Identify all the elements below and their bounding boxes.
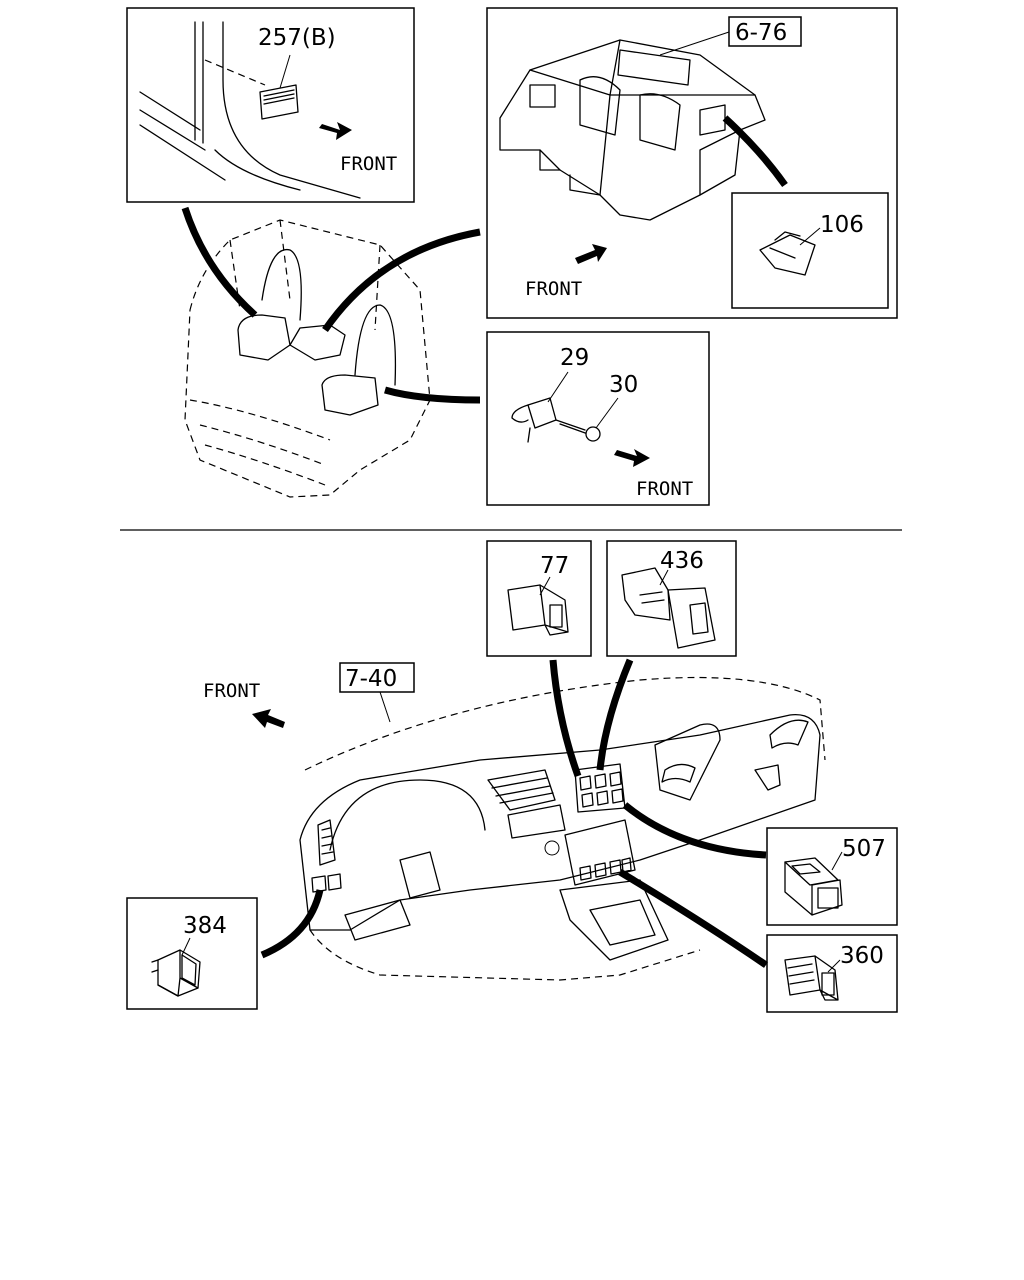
front-label-4: FRONT <box>203 680 260 702</box>
console-body <box>499 39 766 221</box>
label-77: 77 <box>540 553 569 579</box>
center-vent <box>487 769 556 811</box>
part-77-switch <box>507 584 546 631</box>
front-label-1: FRONT <box>340 153 397 175</box>
label-436: 436 <box>660 548 704 574</box>
label-507: 507 <box>842 836 886 862</box>
leader-line <box>618 868 768 968</box>
label-6-76: 6-76 <box>735 20 787 46</box>
passenger-seat <box>321 374 379 416</box>
detail-77: 77 <box>486 540 592 657</box>
detail-box-507 <box>766 827 898 926</box>
truck-cab-overview <box>181 206 481 498</box>
front-label-3: FRONT <box>636 478 693 500</box>
label-7-40: 7-40 <box>345 666 397 692</box>
part-507-switch <box>784 857 839 886</box>
inset-frame <box>486 331 710 506</box>
part-436-switch <box>621 567 671 621</box>
front-label-2: FRONT <box>525 278 582 300</box>
part-30-bolt <box>585 426 601 442</box>
leader-line <box>596 658 634 771</box>
inset-seatbelt-anchor: 29 30 FRONT <box>486 331 710 506</box>
label-384: 384 <box>183 913 227 939</box>
detail-384: 384 <box>126 897 258 1010</box>
front-arrow-icon <box>575 244 607 264</box>
label-360: 360 <box>840 943 884 969</box>
left-switches <box>311 873 342 893</box>
leader-line <box>722 115 788 188</box>
leader-line <box>622 802 767 859</box>
detail-box-384 <box>126 897 258 1010</box>
detail-360: 360 <box>766 934 898 1013</box>
detail-box-77 <box>486 540 592 657</box>
ref-box-6-76 <box>728 16 802 47</box>
leader-line <box>322 228 481 332</box>
detail-box-106 <box>731 192 889 309</box>
inset-frame <box>486 7 898 319</box>
instrument-cluster <box>329 779 486 851</box>
lower-console <box>559 879 669 961</box>
detail-436: 436 <box>606 540 737 657</box>
front-arrow-icon <box>319 122 352 140</box>
leader-line <box>181 206 258 318</box>
detail-box-436 <box>606 540 737 657</box>
part-257-trim <box>259 84 299 120</box>
leader-line <box>384 386 481 404</box>
glovebox <box>654 723 721 801</box>
leader-line <box>549 659 582 778</box>
inset-center-console: 6-76 106 FRONT <box>486 7 898 319</box>
dashboard-overview: 7-40 FRONT <box>203 658 826 981</box>
audio-unit <box>564 819 636 886</box>
dash-body <box>299 714 821 931</box>
label-30: 30 <box>609 372 638 398</box>
label-29: 29 <box>560 345 589 371</box>
leader-line <box>260 889 324 959</box>
detail-507: 507 <box>766 827 898 926</box>
console-location <box>289 324 346 361</box>
part-106-switch <box>759 234 816 276</box>
cab-outline <box>184 219 431 498</box>
ref-box-7-40 <box>339 662 415 693</box>
part-29-bracket <box>527 397 557 429</box>
driver-seat <box>237 314 291 361</box>
label-257b: 257(B) <box>258 25 336 51</box>
label-106: 106 <box>820 212 864 238</box>
front-arrow-icon <box>614 449 650 467</box>
inset-frame <box>126 7 415 203</box>
front-arrow-icon <box>252 709 285 728</box>
detail-box-360 <box>766 934 898 1013</box>
inset-door-pillar: 257(B) FRONT <box>126 7 415 203</box>
lower-panel <box>344 899 411 941</box>
